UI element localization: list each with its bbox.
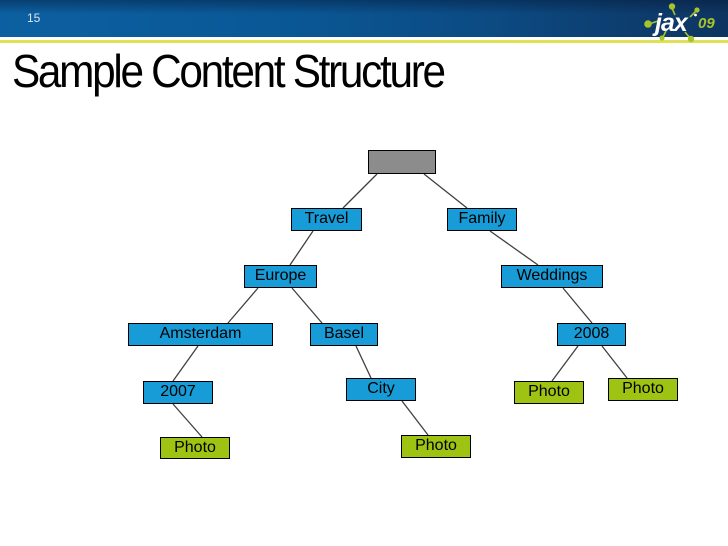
logo-year-text: 09	[698, 15, 715, 32]
edge-y2008-photo_2008_left	[551, 345, 579, 382]
edge-europe-amsterdam	[227, 287, 259, 324]
edge-root-family	[423, 173, 468, 209]
node-travel: Travel	[291, 208, 362, 231]
node-amsterdam: Amsterdam	[128, 323, 273, 346]
edge-family-weddings	[489, 230, 539, 266]
node-photo_city: Photo	[401, 435, 471, 458]
logo-network-dots	[644, 3, 700, 43]
header-bar	[0, 0, 728, 37]
edge-y2007-photo_2007	[172, 403, 203, 438]
node-photo_2008_left: Photo	[514, 381, 584, 404]
slide-number: 15	[27, 11, 41, 25]
node-family: Family	[447, 208, 517, 231]
node-y2007: 2007	[143, 381, 213, 404]
edge-amsterdam-y2007	[172, 345, 199, 382]
logo-jax-text: jax	[652, 9, 689, 37]
node-basel: Basel	[310, 323, 378, 346]
node-city: City	[346, 378, 416, 401]
header-accent-line	[0, 40, 728, 43]
node-photo_2008_right: Photo	[608, 378, 678, 401]
edge-weddings-y2008	[562, 287, 593, 324]
edge-y2008-photo_2008_right	[601, 345, 628, 379]
node-europe: Europe	[244, 265, 317, 288]
node-weddings: Weddings	[501, 265, 603, 288]
edge-root-travel	[342, 173, 378, 209]
edge-basel-city	[355, 345, 372, 379]
node-photo_2007: Photo	[160, 437, 230, 459]
edge-travel-europe	[289, 230, 314, 266]
logo-white-dot	[694, 13, 697, 17]
edge-city-photo_city	[401, 400, 429, 436]
page-title: Sample Content Structure	[12, 45, 446, 97]
node-y2008: 2008	[557, 323, 626, 346]
node-root	[368, 150, 436, 174]
jax09-logo: jax 09	[644, 3, 715, 43]
edge-europe-basel	[291, 287, 323, 324]
